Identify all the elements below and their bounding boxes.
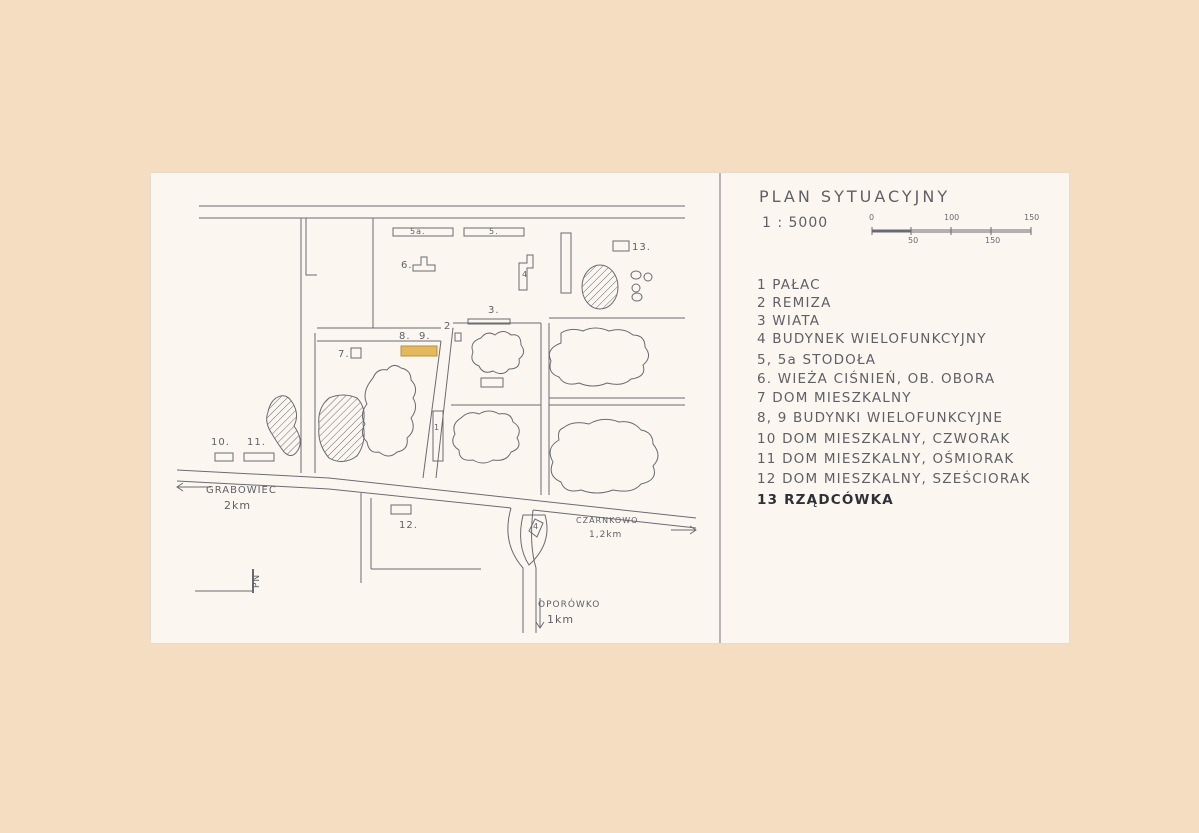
tree-clump-1: [471, 331, 525, 375]
scale-tick-150-top: 150: [1024, 213, 1040, 222]
direction-grabowiec: GRABOWIEC: [206, 485, 277, 496]
legend-item-11: 11 DOM MIESZKALNY, OŚMIORAK: [757, 451, 1015, 467]
legend-item-13: 13 RZĄDCÓWKA: [757, 492, 894, 508]
building-8-9-shape: [400, 345, 438, 357]
scale-bar: [871, 227, 1032, 235]
pond-west: [266, 395, 301, 456]
building-12-shape: [390, 504, 412, 515]
tree-clump-4: [549, 418, 659, 494]
building-4-shape: [518, 254, 534, 291]
direction-oporowko-distance: 1km: [547, 613, 574, 626]
tree-clump-5: [361, 364, 417, 457]
map-card: [151, 173, 1069, 643]
legend-item-2: 2 REMIZA: [757, 295, 832, 311]
legend-item-8: 8, 9 BUDYNKI WIELOFUNKCYJNE: [757, 410, 1004, 426]
building-2-shape: [454, 332, 462, 342]
direction-oporowko: OPORÓWKO: [538, 598, 600, 610]
label-building-8: 8.: [399, 331, 411, 342]
legend-item-4: 4 BUDYNEK WIELOFUNKCYJNY: [757, 331, 987, 347]
plan-title: PLAN SYTUACYJNY: [759, 187, 951, 206]
label-building-6: 6.: [401, 260, 413, 271]
scale-tick-0: 0: [869, 213, 875, 222]
building-3-shape: [467, 318, 511, 325]
plan-scale: 1 : 5000: [762, 215, 829, 231]
label-building-5a: 5a.: [410, 227, 426, 236]
label-building-2: 2.: [444, 321, 456, 332]
north-label: PN: [252, 574, 262, 588]
label-building-4: 4: [522, 270, 528, 279]
label-building-7: 7.: [338, 349, 350, 360]
legend-item-3: 3 WIATA: [757, 313, 821, 329]
legend-item-5: 5, 5a STODOŁA: [757, 352, 877, 368]
label-building-9: 9.: [419, 331, 431, 342]
building-10-shape: [214, 452, 234, 462]
building-7-shape: [350, 347, 362, 359]
legend-item-1: 1 PAŁAC: [757, 277, 821, 293]
label-building-5: 5.: [489, 227, 499, 236]
label-building-1: 1.: [434, 423, 444, 432]
label-building-12: 12.: [399, 520, 418, 531]
label-building-10: 10.: [211, 437, 230, 448]
building-4b-shape: [528, 518, 544, 538]
label-building-11: 11.: [247, 437, 266, 448]
scale-tick-100: 100: [944, 213, 960, 222]
building-barn-east: [560, 232, 572, 294]
building-extra: [480, 377, 504, 388]
scale-tick-50: 50: [908, 236, 919, 245]
site-plan: 6. 5a. 5. 4 13. 3. 2. 8. 9. 7. 1. 10. 11…: [176, 173, 1032, 643]
direction-czarnkowo: CZARNKOWO: [576, 516, 638, 525]
legend-item-7: 7 DOM MIESZKALNY: [757, 390, 912, 406]
building-11-shape: [243, 452, 275, 462]
scale-tick-150-bottom: 150: [985, 236, 1001, 245]
tree-clump-3: [452, 410, 520, 464]
label-building-3: 3.: [488, 305, 500, 316]
building-1-shape: [432, 410, 444, 462]
label-building-13: 13.: [632, 242, 651, 253]
direction-czarnkowo-distance: 1,2km: [589, 530, 622, 540]
legend-item-12: 12 DOM MIESZKALNY, SZEŚCIORAK: [757, 471, 1031, 487]
building-6-shape: [412, 256, 436, 272]
legend-item-6: 6. WIEŻA CIŚNIEŃ, OB. OBORA: [757, 371, 996, 387]
label-building-4b: 4: [533, 522, 539, 531]
building-13-shape: [612, 240, 630, 252]
building-5a-shape: [392, 227, 454, 237]
legend-item-10: 10 DOM MIESZKALNY, CZWORAK: [757, 431, 1011, 447]
pond-central: [318, 394, 365, 462]
building-5-shape: [463, 227, 525, 237]
tree-clump-2: [548, 327, 649, 387]
pond-north: [581, 264, 619, 310]
direction-grabowiec-distance: 2km: [224, 499, 251, 512]
